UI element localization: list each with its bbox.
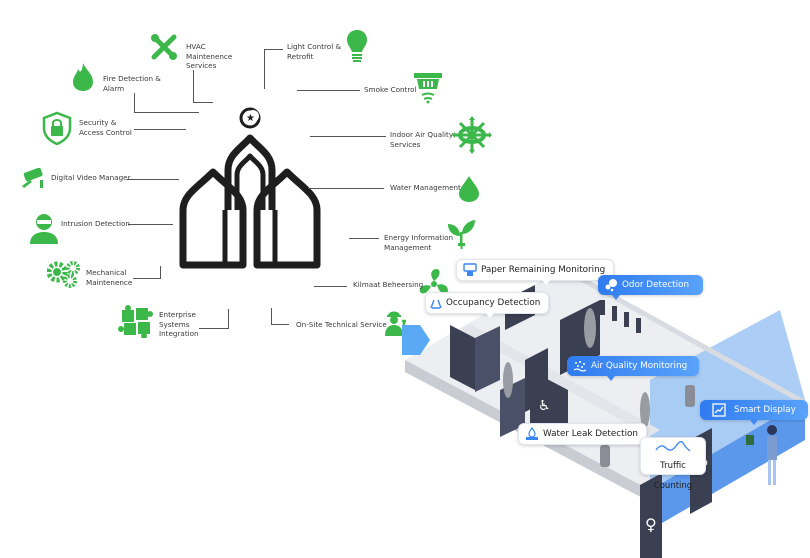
- tag-label: Truffic Counting: [653, 461, 693, 491]
- tag-odor-detection: Odor Detection: [598, 275, 704, 300]
- tag-label: Odor Detection: [622, 280, 690, 290]
- masked-person-icon: [30, 214, 58, 244]
- tag-label: Air Quality Monitoring: [591, 361, 688, 371]
- wrench-screwdriver-icon: [151, 34, 177, 60]
- smoke-detector-icon: [414, 73, 442, 104]
- connector-line: [128, 224, 173, 225]
- connector-line: [297, 90, 360, 91]
- chart-display-icon: [712, 403, 726, 417]
- tag-label: Occupancy Detection: [446, 298, 541, 308]
- tag-traffic-counting: Truffic Counting: [640, 437, 706, 491]
- air-arrows-icon: [452, 116, 492, 154]
- svg-text:★: ★: [246, 113, 255, 124]
- service-label-video: Digital Video Manager: [51, 173, 131, 182]
- connector-line: [349, 238, 379, 239]
- traffic-wave-icon: [655, 441, 691, 452]
- tag-label: Water Leak Detection: [543, 429, 638, 439]
- occupancy-sensor-icon: [430, 299, 442, 309]
- service-label-mechanical: Mechanical Maintenence: [86, 268, 133, 287]
- service-label-onsite: On-Site Technical Service: [296, 320, 387, 329]
- connector-line: [271, 324, 289, 325]
- water-leak-icon: [526, 427, 538, 440]
- service-label-enterprise: Enterprise Systems Integration: [159, 310, 199, 338]
- connector-line: [308, 188, 384, 189]
- service-label-energy: Energy Information Management: [384, 233, 454, 252]
- connector-line: [133, 278, 161, 279]
- connector-line: [127, 179, 179, 180]
- svg-text:♀: ♀: [645, 515, 657, 534]
- service-label-light: Light Control & Retrofit: [287, 42, 342, 61]
- air-particles-icon: [573, 361, 587, 372]
- tag-label: Paper Remaining Monitoring: [481, 265, 606, 275]
- paper-dispenser-icon: [463, 263, 477, 276]
- connector-line: [264, 49, 283, 50]
- connector-line: [310, 136, 386, 137]
- service-label-smoke: Smoke Control: [364, 85, 417, 94]
- connector-line: [134, 129, 186, 130]
- svg-text:♿: ♿: [538, 398, 551, 414]
- service-label-water: Water Management: [390, 183, 461, 192]
- connector-line: [193, 102, 213, 103]
- connector-line: [271, 308, 272, 324]
- service-label-air: Indoor Air Quality Services: [390, 130, 454, 149]
- plant-plug-icon: [448, 220, 475, 249]
- connector-line: [134, 112, 199, 113]
- mosque-icon: ★: [179, 107, 321, 269]
- tag-air-quality-monitoring: Air Quality Monitoring: [567, 356, 700, 381]
- puzzle-icon: [118, 305, 153, 338]
- connector-line: [228, 309, 229, 328]
- connector-line: [134, 93, 135, 112]
- service-label-hvac: HVAC Maintenence Services: [186, 42, 233, 70]
- shield-lock-icon: [42, 111, 72, 145]
- water-drop-icon: [459, 176, 479, 202]
- connector-line: [264, 49, 265, 89]
- connector-line: [193, 70, 194, 102]
- connector-line: [314, 286, 347, 287]
- tag-label: Smart Display: [734, 405, 796, 415]
- flame-icon: [73, 63, 93, 91]
- connector-line: [199, 328, 229, 329]
- bubbles-icon: [605, 279, 617, 292]
- lightbulb-icon: [347, 30, 367, 62]
- cctv-camera-icon: [22, 168, 43, 188]
- connector-line: [160, 266, 161, 278]
- tag-paper-remaining: Paper Remaining Monitoring: [456, 259, 615, 285]
- gears-icon: [47, 261, 80, 288]
- fan-icon: [419, 269, 448, 294]
- service-label-security: Security & Access Control: [79, 118, 132, 137]
- tag-water-leak-detection: Water Leak Detection: [518, 423, 647, 445]
- tag-occupancy-detection: Occupancy Detection: [425, 292, 550, 318]
- service-label-intrusion: Intrusion Detection: [61, 219, 130, 228]
- service-label-fire: Fire Detection & Alarm: [103, 74, 161, 93]
- tag-smart-display: Smart Display: [700, 400, 808, 425]
- service-label-klimaat: Kilmaat Beheersing: [353, 280, 424, 289]
